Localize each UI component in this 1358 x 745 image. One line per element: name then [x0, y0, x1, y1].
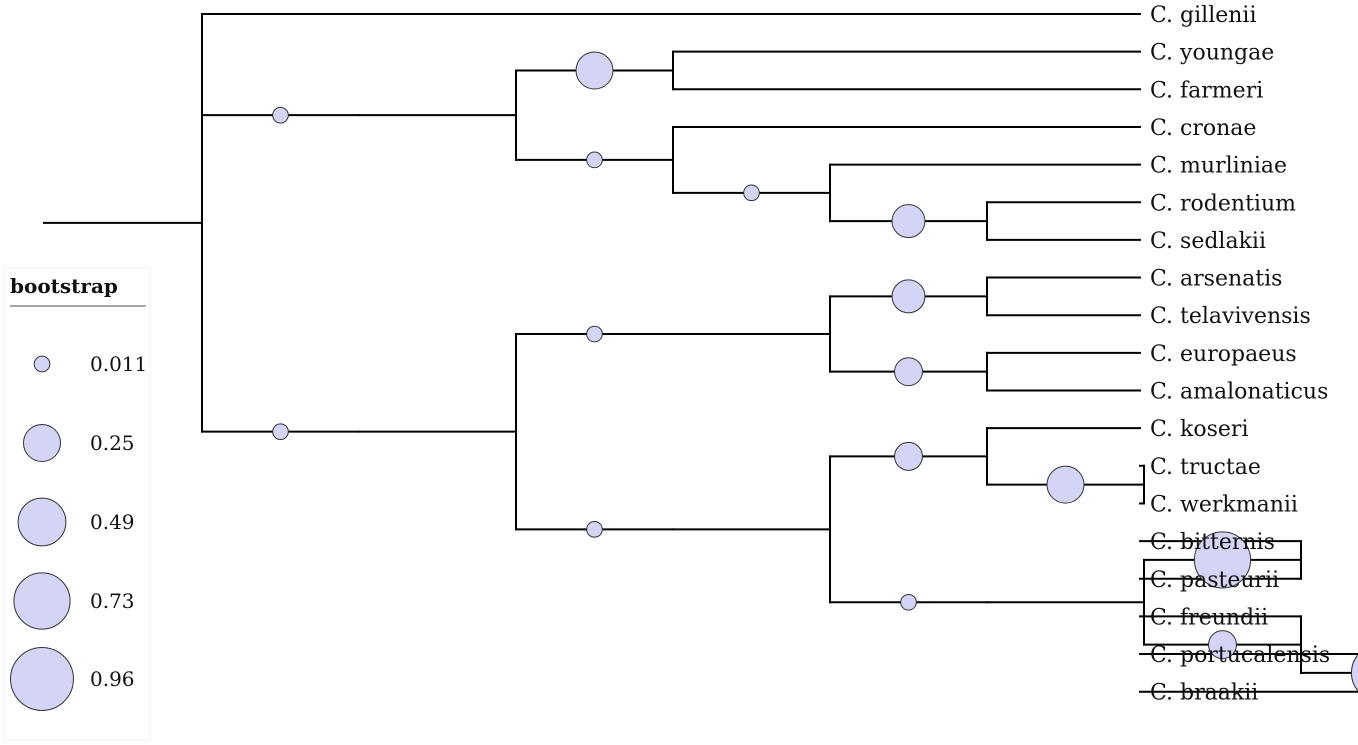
bootstrap-node: [586, 521, 603, 538]
bootstrap-node: [272, 106, 289, 124]
tip-label: C. murliniae: [1150, 154, 1287, 179]
tip-label: C. koseri: [1150, 417, 1248, 442]
legend-value-label: 0.49: [90, 510, 135, 534]
legend-circle: [33, 355, 51, 373]
legend-value-label: 0.011: [90, 352, 147, 376]
tree-branches: [43, 13, 1358, 693]
legend-value-label: 0.73: [90, 589, 135, 613]
bootstrap-node: [575, 51, 614, 90]
tip-label: C. tructae: [1150, 455, 1261, 480]
bootstrap-node: [900, 593, 917, 611]
bootstrap-node: [1046, 465, 1085, 504]
tip-label: C. rodentium: [1150, 191, 1296, 216]
bootstrap-node: [1350, 654, 1358, 692]
tip-labels: C. gillenii C. youngae C. farmeri C. cronae…: [1150, 3, 1330, 706]
tip-label: C. cronae: [1150, 116, 1256, 141]
tip-label: C. pasteurii: [1150, 568, 1279, 593]
legend-circle: [23, 424, 61, 462]
bootstrap-node: [1193, 531, 1252, 589]
tip-label: C. arsenatis: [1150, 267, 1282, 292]
legend-circle: [17, 497, 67, 547]
bootstrap-node: [743, 184, 760, 202]
tip-label: C. europaeus: [1150, 342, 1297, 367]
tip-label: C. bitternis: [1150, 530, 1275, 555]
bootstrap-node: [894, 441, 923, 471]
bootstrap-legend: bootstrap 0.011 0.25 0.49 0.73 0.96: [3, 267, 151, 741]
legend-title: bootstrap: [10, 274, 118, 298]
legend-circle: [10, 647, 74, 711]
tip-label: C. freundii: [1150, 605, 1268, 630]
legend-circle: [13, 572, 71, 630]
bootstrap-node: [1208, 630, 1237, 660]
tip-label: C. amalonaticus: [1150, 380, 1328, 405]
tip-label: C. gillenii: [1150, 3, 1257, 28]
bootstrap-node: [894, 357, 923, 387]
tip-label: C. sedlakii: [1150, 229, 1266, 254]
bootstrap-node: [586, 325, 603, 343]
bootstrap-node: [586, 151, 603, 169]
tip-label: C. braakii: [1150, 681, 1258, 706]
tip-label: C. portucalensis: [1150, 643, 1330, 668]
tip-label: C. youngae: [1150, 41, 1274, 66]
bootstrap-node: [272, 423, 289, 441]
legend-value-label: 0.25: [90, 431, 135, 455]
tip-label: C. werkmanii: [1150, 492, 1298, 517]
tip-label: C. farmeri: [1150, 78, 1263, 103]
legend-value-label: 0.96: [90, 667, 135, 691]
tip-label: C. telavivensis: [1150, 304, 1311, 329]
bootstrap-nodes: [272, 51, 1358, 692]
bootstrap-node: [891, 279, 926, 314]
bootstrap-node: [891, 204, 926, 239]
